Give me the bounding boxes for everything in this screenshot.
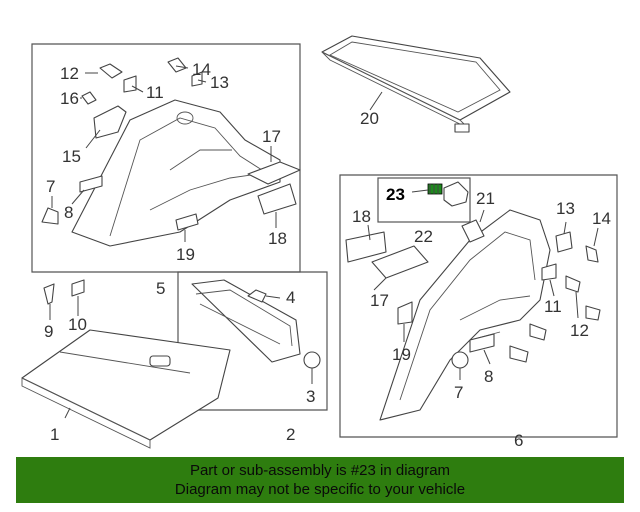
- group-box-22: [377, 177, 471, 223]
- callout-18b: 18: [352, 207, 371, 226]
- pad-18a-part: [257, 183, 297, 215]
- callout-15: 15: [62, 147, 81, 166]
- cover-15-part: [93, 105, 127, 139]
- banner-line-2: Diagram may not be specific to your vehi…: [174, 481, 466, 498]
- callout-2: 2: [286, 425, 295, 444]
- bracket-19b-part: [397, 301, 413, 325]
- cargo-cover-part: [321, 35, 511, 133]
- callout-18a: 18: [268, 229, 287, 248]
- banner-line-1: Part or sub-assembly is #23 in diagram: [189, 462, 451, 479]
- callout-19b: 19: [392, 345, 411, 364]
- scuff-plate-part: [191, 279, 301, 363]
- callout-8a: 8: [64, 203, 73, 222]
- clip-7a-part: [41, 207, 59, 225]
- callout-19a: 19: [176, 245, 195, 264]
- callout-12b: 12: [570, 321, 589, 340]
- callout-17a: 17: [262, 127, 281, 146]
- callout-8b: 8: [484, 367, 493, 386]
- clip-7b-part: [451, 351, 469, 369]
- callout-23: 23: [386, 185, 405, 204]
- callout-7a: 7: [46, 177, 55, 196]
- bolt-12b-part: [565, 275, 581, 293]
- pad-8b-part: [469, 333, 495, 353]
- callout-1: 1: [50, 425, 59, 444]
- callout-22: 22: [414, 227, 433, 246]
- screw-16-part: [81, 91, 97, 105]
- callout-20: 20: [360, 109, 379, 128]
- callout-10: 10: [68, 315, 87, 334]
- callout-14b: 14: [592, 209, 611, 228]
- group-box-6: [339, 174, 618, 438]
- clip-10-part: [71, 279, 85, 297]
- callout-12a: 12: [60, 64, 79, 83]
- info-banner: Part or sub-assembly is #23 in diagram D…: [16, 457, 624, 503]
- pad-8a-part: [79, 175, 103, 193]
- callout-13a: 13: [210, 73, 229, 92]
- left-quarter-trim-part: [71, 99, 281, 247]
- bolt-extra-b-part: [509, 345, 529, 363]
- cover-17a-part: [247, 161, 301, 185]
- callout-16: 16: [60, 89, 79, 108]
- bolt-14b-part: [585, 245, 599, 263]
- callout-14a: 14: [192, 60, 211, 79]
- callout-13b: 13: [556, 199, 575, 218]
- cover-21-part: [461, 219, 485, 243]
- callout-11b: 11: [544, 297, 562, 316]
- cap-4-part: [247, 289, 267, 303]
- part-23-icon: [427, 183, 443, 195]
- bolt-12a-part: [99, 63, 123, 79]
- callout-3: 3: [306, 387, 315, 406]
- part-22-icon: [443, 181, 469, 207]
- bolt-extra-a-part: [529, 323, 547, 341]
- bolt-9-part: [43, 283, 55, 305]
- pad-18b-part: [345, 231, 387, 263]
- callout-17b: 17: [370, 291, 389, 310]
- floor-board-part: [21, 329, 231, 449]
- grommet-3-part: [303, 351, 321, 369]
- bolt-12c-part: [585, 305, 601, 321]
- parts-diagram: 12 16 11 14 13 15 17 7 8 19 18 5 20 9 10…: [21, 35, 618, 450]
- cover-17b-part: [371, 245, 429, 279]
- callout-4: 4: [286, 288, 295, 307]
- clip-13b-part: [555, 231, 573, 253]
- clip-11b-part: [541, 263, 557, 281]
- clip-11a-part: [123, 75, 137, 93]
- bolt-14a-part: [167, 57, 187, 73]
- clip-13a-part: [191, 71, 203, 87]
- callout-21: 21: [476, 189, 495, 208]
- callout-9: 9: [44, 322, 53, 341]
- callout-5: 5: [156, 279, 165, 298]
- bracket-19a-part: [175, 213, 199, 231]
- leader-lines: [49, 65, 599, 419]
- callout-11a: 11: [146, 83, 164, 102]
- callout-7b: 7: [454, 383, 463, 402]
- callout-6: 6: [514, 431, 523, 450]
